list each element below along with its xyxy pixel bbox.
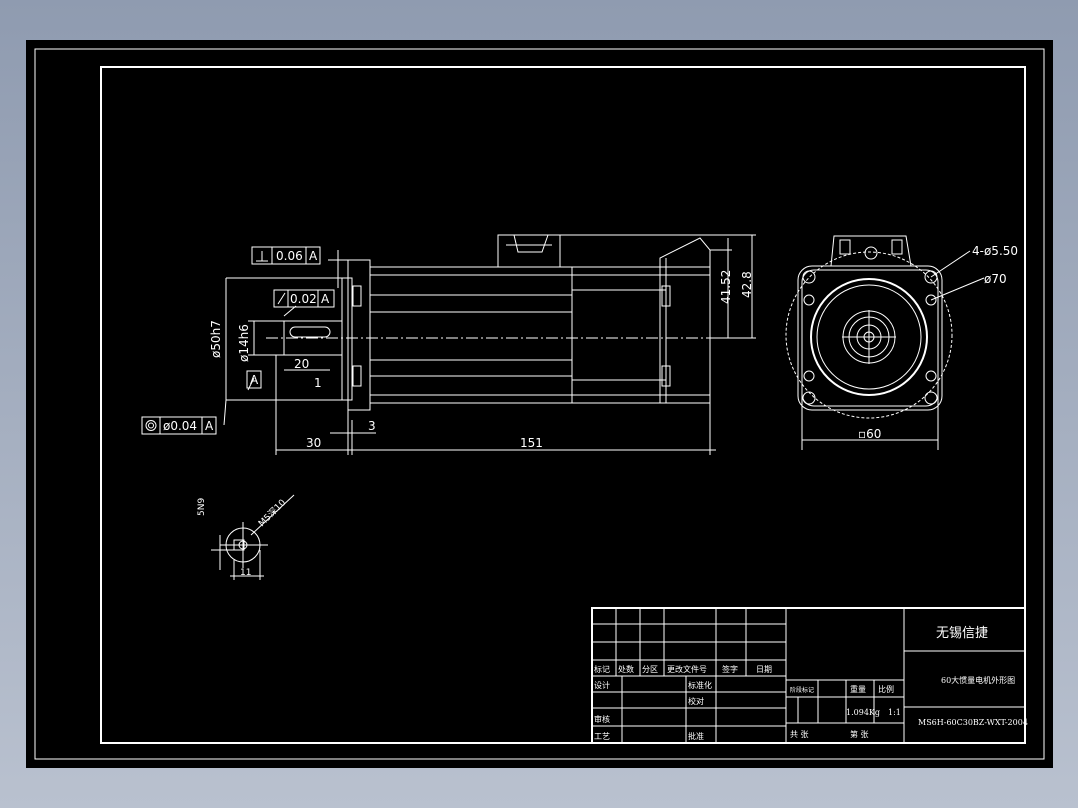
dim-h42: 42.8 [740,271,754,298]
dim-len151: 151 [520,436,543,450]
shaft-section-view [211,494,295,580]
dim-pcd: ø70 [984,272,1007,286]
col-weight: 重量 [850,684,866,694]
dim-len1: 1 [314,376,322,390]
motor-side-view [266,234,746,411]
row-design: 设计 [594,680,610,690]
drawing-sheet: 0.06 A 0.02 A ø0.04 A A ø50h7 ø14h6 20 1… [26,40,1053,768]
dim-holes: 4-ø5.50 [972,244,1018,258]
col-stage: 阶段标记 [790,686,814,694]
row-review: 审核 [594,714,610,724]
datum-a-label: A [250,373,259,387]
header-date: 日期 [756,665,772,674]
header-zone: 分区 [642,665,658,674]
weight-value: 1.094Kg [846,708,880,717]
drawing-name: 60大惯量电机外形图 [941,675,1015,685]
perp-datum: A [309,249,318,263]
sheet-number: 第 张 [850,729,869,739]
conc-datum: A [205,419,214,433]
row-standard: 标准化 [688,680,712,690]
company-name: 无锡信捷 [936,626,988,641]
outer-frame [34,48,1045,760]
dim-dia14: ø14h6 [237,324,251,362]
row-approve: 批准 [688,731,704,741]
header-count: 处数 [618,664,634,674]
datum-a-box: A [246,370,262,389]
feature-control-perpendicularity: 0.06 A [251,246,321,265]
cad-drawing: 0.06 A 0.02 A ø0.04 A A ø50h7 ø14h6 20 1… [34,48,1045,760]
side-view-dimensions [223,234,756,455]
dim-key-height: 5N9 [197,498,207,516]
sheet-count: 共 张 [790,730,809,739]
dim-len20: 20 [294,357,309,371]
drawing-number: MS6H-60C30BZ-WXT-2004 [918,718,1028,727]
title-block [591,607,1026,744]
dim-h41: 41.52 [719,270,733,304]
runout-tolerance: 0.02 [290,292,317,306]
runout-datum: A [321,292,330,306]
row-process: 工艺 [594,732,610,741]
perp-tolerance: 0.06 [276,249,303,263]
feature-control-concentricity: ø0.04 A [141,416,217,435]
motor-end-view [785,235,985,450]
dim-thread: M5深10 [256,497,288,529]
dim-len30: 30 [306,436,321,450]
conc-tolerance: ø0.04 [163,419,197,433]
dim-key-width: 11 [240,568,251,578]
row-check: 校对 [688,696,704,706]
header-mark: 标记 [594,664,610,674]
header-docno: 更改文件号 [667,664,707,674]
dim-len3: 3 [368,419,376,433]
inner-frame [100,66,1026,744]
col-scale: 比例 [878,684,894,694]
dim-dia50: ø50h7 [209,320,223,358]
dim-square: ▫60 [858,427,881,441]
scale-value: 1:1 [888,708,901,717]
feature-control-runout: 0.02 A [273,289,335,308]
header-sign: 签字 [722,664,738,674]
